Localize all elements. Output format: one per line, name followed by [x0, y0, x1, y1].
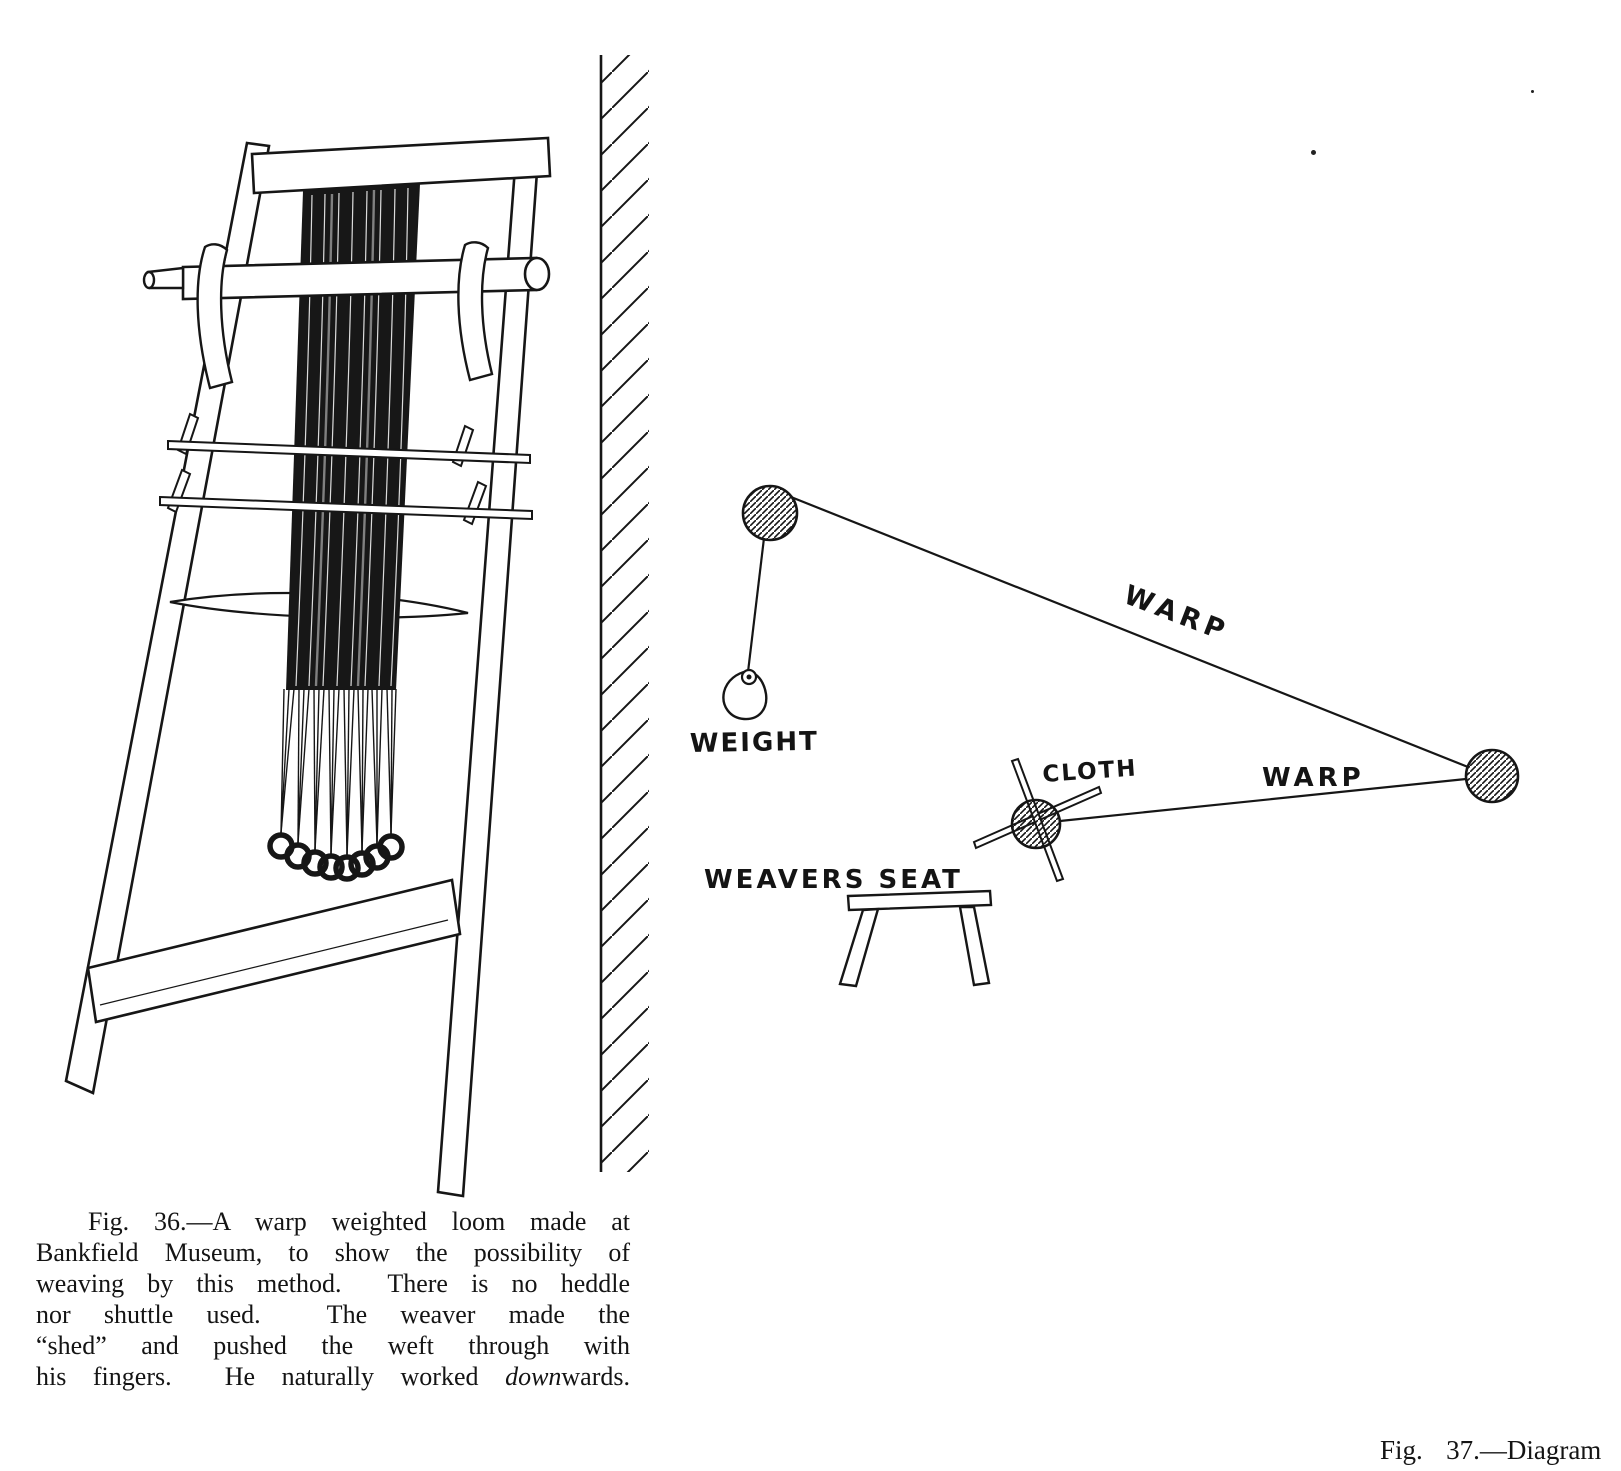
warp-beam-end: [1464, 748, 1520, 804]
warp-line-lower: [1059, 777, 1467, 823]
warp-lower-label: WARP: [1262, 763, 1365, 793]
cloth-label: CLOTH: [1042, 755, 1139, 788]
bottom-board: [86, 878, 462, 1024]
caption-line: nor shuttle used. The weaver made the: [36, 1300, 630, 1329]
caption-line: “shed” and pushed the weft through with: [36, 1331, 630, 1360]
syrian-loom-diagram: WEIGHT WARP WARP CLOTH WEAVERS SEAT: [690, 484, 1520, 988]
caption-italic-word: down: [505, 1362, 562, 1391]
figure-37-caption: Fig. 37.—Diagram to show how the warp is…: [1332, 1434, 1621, 1471]
warp-line-upper: [790, 495, 1469, 769]
caption-line: Fig. 37.—Diagram to show how the warp is…: [1380, 1435, 1602, 1465]
warp-beam: [142, 256, 551, 301]
warp-upper-label: WARP: [1119, 580, 1233, 648]
figure-37: WEIGHT WARP WARP CLOTH WEAVERS SEAT: [660, 430, 1620, 1471]
beam-brackets: [196, 241, 494, 390]
shed-rods: [159, 412, 533, 526]
figure-36: Fig. 36.—A warp weighted loom made at Ba…: [0, 0, 660, 1391]
caption-text: his fingers. He naturally worked: [36, 1362, 506, 1391]
wall: [599, 55, 649, 1172]
caption-line: weaving by this method. There is no hedd…: [36, 1269, 630, 1298]
pulley: [741, 484, 799, 542]
caption-line: Bankfield Museum, to show the possibilit…: [36, 1238, 630, 1267]
thread-groups: [280, 688, 397, 856]
top-beam: [250, 136, 552, 195]
caption-line: Fig. 36.—A warp weighted loom made at: [88, 1207, 630, 1236]
scan-speck: [1531, 90, 1534, 93]
figure-36-caption: Fig. 36.—A warp weighted loom made at Ba…: [36, 1206, 630, 1392]
loom-illustration: [64, 55, 649, 1198]
weavers-stool: [838, 889, 993, 988]
weight: [722, 537, 768, 721]
weavers-seat-label: WEAVERS SEAT: [704, 865, 963, 895]
caption-line: Syrian loom.: [1332, 1467, 1621, 1471]
caption-text: wards.: [561, 1362, 630, 1391]
caption-line: his fingers. He naturally worked downwar…: [36, 1361, 630, 1392]
cloth-beam: [972, 757, 1103, 883]
weight-label: WEIGHT: [690, 727, 819, 759]
warp-threads: [286, 184, 420, 690]
ring-weights: [267, 832, 405, 882]
scan-speck: [1311, 150, 1316, 155]
